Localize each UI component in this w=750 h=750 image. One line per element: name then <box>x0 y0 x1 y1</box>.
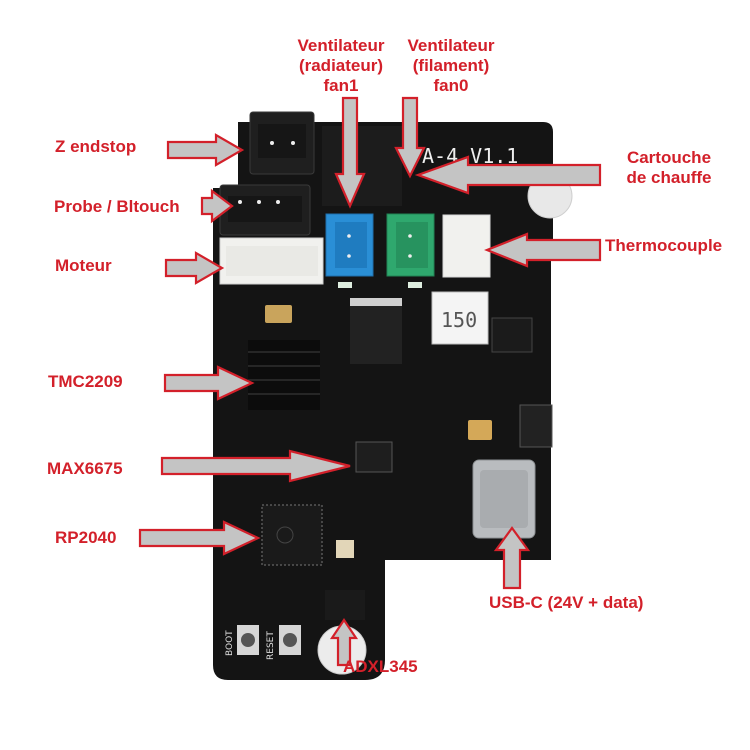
black-connector-block <box>322 126 402 206</box>
motor-connector <box>219 237 324 285</box>
label-tmc2209: TMC2209 <box>48 372 123 392</box>
arrow-probe <box>200 188 234 224</box>
usb-c-port <box>472 459 536 539</box>
reset-button <box>279 625 301 655</box>
arrow-fan0 <box>394 96 426 179</box>
arrow-tmc2209 <box>163 365 255 401</box>
label-heater: Cartouche de chauffe <box>614 148 724 188</box>
adxl345-chip <box>325 590 365 620</box>
mosfet <box>350 302 402 364</box>
label-line: Probe / Bltouch <box>54 197 180 216</box>
arrow-rp2040 <box>138 520 261 556</box>
arrow-heater <box>414 155 602 195</box>
label-line: Moteur <box>55 256 112 275</box>
mosfet-tab <box>350 298 402 306</box>
label-z-endstop: Z endstop <box>55 137 136 157</box>
label-line: Ventilateur <box>407 36 495 55</box>
led <box>408 282 422 288</box>
capacitor <box>265 305 292 323</box>
fan0-connector <box>386 213 435 277</box>
fan1-connector <box>325 213 374 277</box>
tmc2209-heatsink <box>248 340 320 410</box>
rp2040-chip <box>261 504 323 566</box>
inductor-marking: 150 <box>441 308 477 332</box>
arrow-usb-c <box>493 526 531 590</box>
arrow-motor <box>164 251 225 285</box>
label-line: RP2040 <box>55 528 117 547</box>
label-line: de chauffe <box>626 168 712 187</box>
label-max6675: MAX6675 <box>47 459 123 479</box>
label-line: Cartouche <box>626 148 712 167</box>
reset-label: RESET <box>266 631 276 660</box>
label-line: MAX6675 <box>47 459 123 478</box>
label-line: fan0 <box>433 76 469 95</box>
z-endstop-connector <box>249 111 315 175</box>
label-motor: Moteur <box>55 256 112 276</box>
label-fan1: Ventilateur (radiateur) fan1 <box>280 36 402 96</box>
label-adxl345: ADXL345 <box>343 657 418 677</box>
label-probe: Probe / Bltouch <box>54 197 180 217</box>
diode <box>519 404 553 448</box>
label-line: TMC2209 <box>48 372 123 391</box>
label-line: ADXL345 <box>343 657 418 676</box>
arrow-thermocouple <box>484 232 602 268</box>
boot-label: BOOT <box>225 630 235 656</box>
label-line: (filament) <box>412 56 490 75</box>
label-rp2040: RP2040 <box>55 528 116 548</box>
label-line: Ventilateur <box>297 36 385 55</box>
label-line: USB-C (24V + data) <box>489 593 644 612</box>
boot-button <box>237 625 259 655</box>
led <box>338 282 352 288</box>
arrow-fan1 <box>334 96 366 209</box>
label-line: Thermocouple <box>605 236 723 255</box>
label-thermocouple: Thermocouple <box>605 236 722 256</box>
arrow-z-endstop <box>166 133 245 167</box>
label-usb-c: USB-C (24V + data) <box>489 593 643 613</box>
label-fan0: Ventilateur (filament) fan0 <box>396 36 506 96</box>
label-line: Z endstop <box>55 137 137 156</box>
thermocouple-connector <box>442 214 491 278</box>
probe-connector <box>219 184 311 236</box>
arrow-adxl345 <box>329 618 359 667</box>
regulator-ic <box>491 317 533 353</box>
max6675-ic <box>355 441 393 473</box>
inductor <box>431 291 489 345</box>
arrow-max6675 <box>160 449 351 483</box>
label-line: fan1 <box>323 76 359 95</box>
label-line: (radiateur) <box>298 56 384 75</box>
crystal <box>336 540 354 558</box>
tantalum-capacitor <box>468 420 492 440</box>
